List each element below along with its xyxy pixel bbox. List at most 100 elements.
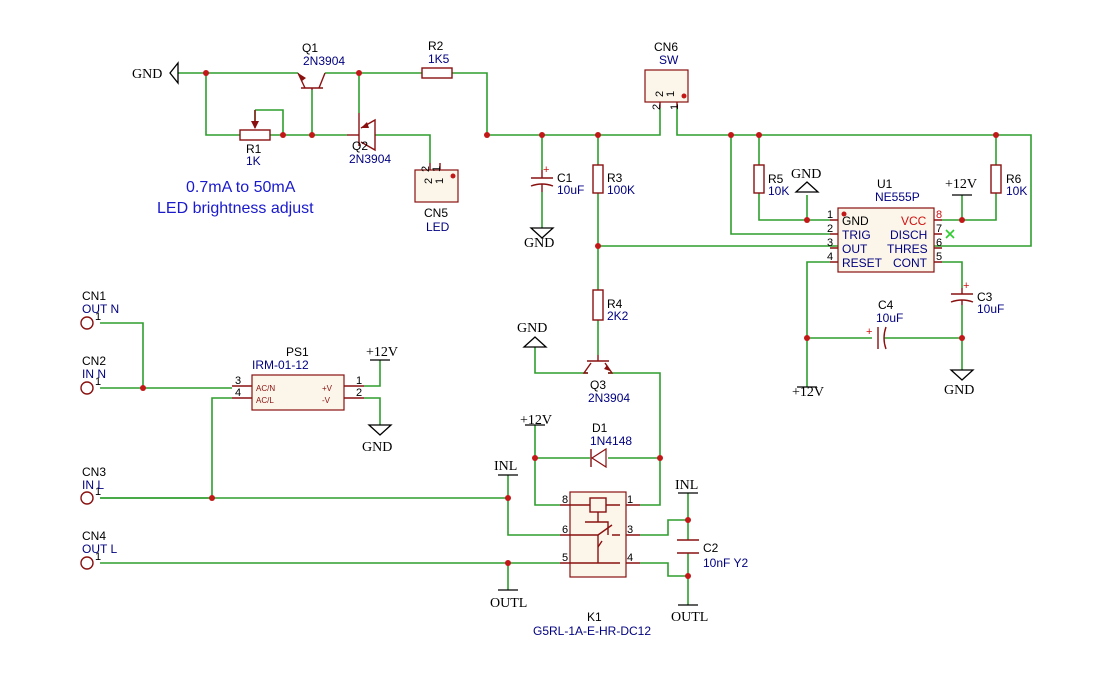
ps1-pin-vp: +V <box>322 384 333 393</box>
u1-value: NE555P <box>875 190 920 204</box>
gnd-label: GND <box>362 440 392 455</box>
u1-pin-gnd: GND <box>842 214 869 228</box>
resistor-r3: R3 100K <box>592 164 635 197</box>
cn6-pin1: 1 <box>665 91 677 97</box>
cn2-pin1: 1 <box>95 376 101 388</box>
k1-pin1: 1 <box>627 494 633 506</box>
transistor-q2: Q2 2N3904 <box>347 113 391 166</box>
q3-ref: Q3 <box>590 378 606 392</box>
c2-ref: C2 <box>703 541 719 555</box>
v12-symbol-ps1: +12V <box>366 345 398 361</box>
power-supply-ps1: AC/N AC/L +V -V 3 4 1 2 PS1 IRM-01-12 <box>232 345 364 411</box>
note-line1: 0.7mA to 50mA <box>186 179 296 196</box>
potentiometer-r1: R1 1K <box>239 110 271 168</box>
gnd-label: GND <box>524 236 554 251</box>
u1-pin4: 4 <box>827 251 833 263</box>
cn6-value: SW <box>659 53 679 67</box>
u1-pin-reset: RESET <box>842 256 883 270</box>
k1-pin6: 6 <box>562 524 568 536</box>
cn5-pin1: 1 <box>434 178 446 184</box>
ps1-pin4: 4 <box>235 387 241 399</box>
q2-value: 2N3904 <box>349 152 391 166</box>
r4-ref: R4 <box>607 297 623 311</box>
capacitor-c1: + C1 10uF <box>530 164 584 197</box>
cn4-ref: CN4 <box>82 529 106 543</box>
cn1-pin1: 1 <box>95 311 101 323</box>
transistor-q3: Q3 2N3904 <box>582 355 630 405</box>
u1-pin-trig: TRIG <box>842 228 871 242</box>
c2-value: 10nF Y2 <box>703 556 748 570</box>
c4-value: 10uF <box>876 311 903 325</box>
k1-ref: K1 <box>587 610 602 624</box>
r6-value: 10K <box>1006 184 1027 198</box>
u1-pin2: 2 <box>827 223 833 235</box>
gnd-symbol-ps1: GND <box>362 424 393 455</box>
transistor-q1: Q1 2N3904 <box>297 41 345 90</box>
ps1-ref: PS1 <box>286 345 309 359</box>
r6-ref: R6 <box>1006 172 1022 186</box>
relay-k1: 8 6 5 1 3 4 K1 G5RL-1A-E-HR-DC12 <box>533 491 651 638</box>
r1-ref: R1 <box>246 142 262 156</box>
q2-ref: Q2 <box>352 139 368 153</box>
k1-pin8: 8 <box>562 494 568 506</box>
ic-u1: 1 2 3 4 8 7 6 5 GND TRIG OUT RESET VCC D… <box>827 177 955 273</box>
gnd-label: GND <box>517 321 547 336</box>
r5-value: 10K <box>768 184 789 198</box>
cn5-pin2: 2 <box>423 178 435 184</box>
inl-symbol-left: INL <box>494 459 518 476</box>
k1-pin3: 3 <box>627 524 633 536</box>
c4-plus: + <box>866 326 872 338</box>
d1-value: 1N4148 <box>590 434 632 448</box>
cn6-pin1-ext: 1 <box>669 104 681 110</box>
inl-symbol-right: INL <box>675 478 698 494</box>
v12-symbol-d1: +12V <box>520 413 552 428</box>
resistor-r4: R4 2K2 <box>592 289 629 323</box>
r2-ref: R2 <box>428 39 444 53</box>
r2-value: 1K5 <box>428 52 450 66</box>
diode-d1: D1 1N4148 <box>590 421 632 469</box>
ps1-pin3: 3 <box>235 375 241 387</box>
k1-pin5: 5 <box>562 552 568 564</box>
connector-cn3: 1 CN3 IN L <box>80 465 106 505</box>
cn5-pin1-ext: 1 <box>431 166 443 172</box>
u1-pin5: 5 <box>936 251 942 263</box>
q3-value: 2N3904 <box>588 391 630 405</box>
gnd-label: GND <box>791 167 821 182</box>
u1-pin-vcc: VCC <box>901 214 927 228</box>
c3-value: 10uF <box>977 302 1004 316</box>
r4-value: 2K2 <box>607 309 629 323</box>
resistor-r5: R5 10K <box>753 164 789 198</box>
r5-ref: R5 <box>768 172 784 186</box>
v12-label: +12V <box>520 413 552 428</box>
u1-pin-disch: DISCH <box>890 228 927 242</box>
u1-pin-cont: CONT <box>893 256 928 270</box>
outl-label: OUTL <box>671 610 708 625</box>
r3-ref: R3 <box>607 171 623 185</box>
u1-pin-thres: THRES <box>887 242 928 256</box>
cn6-pin2-ext: 2 <box>651 104 663 110</box>
cn3-ref: CN3 <box>82 465 106 479</box>
q1-value: 2N3904 <box>303 54 345 68</box>
r3-value: 100K <box>607 183 635 197</box>
gnd-symbol-c3: GND <box>944 369 975 398</box>
ps1-pin-acn: AC/N <box>256 384 275 393</box>
outl-symbol-right: OUTL <box>671 604 708 625</box>
v12-label: +12V <box>366 345 398 360</box>
cn3-value: IN L <box>82 478 104 492</box>
inl-label: INL <box>675 478 698 493</box>
u1-pin1: 1 <box>827 209 833 221</box>
cn2-ref: CN2 <box>82 354 106 368</box>
v12-label: +12V <box>945 177 977 192</box>
gnd-symbol-u1: GND <box>791 167 821 193</box>
c4-ref: C4 <box>878 298 894 312</box>
c1-ref: C1 <box>557 171 573 185</box>
cn2-value: IN N <box>82 367 106 381</box>
q1-ref: Q1 <box>302 41 318 55</box>
v12-label: +12V <box>792 385 824 400</box>
cn5-pin2-ext: 2 <box>420 166 432 172</box>
ps1-pin-vm: -V <box>322 396 331 405</box>
outl-label: OUTL <box>490 596 527 611</box>
outl-symbol-left: OUTL <box>490 589 527 611</box>
cn5-value: LED <box>426 220 450 234</box>
